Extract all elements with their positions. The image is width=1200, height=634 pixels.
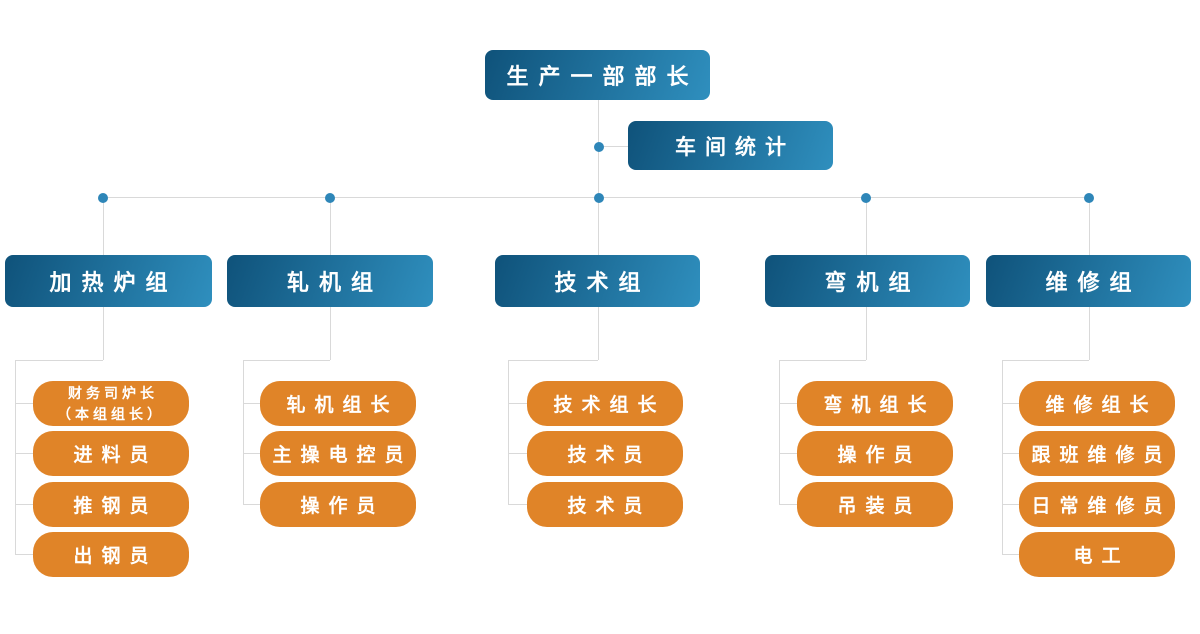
connector-dot <box>861 193 871 203</box>
connector-line <box>1002 554 1019 555</box>
connector-line <box>1002 360 1089 361</box>
connector-line <box>1002 453 1019 454</box>
connector-line <box>243 504 260 505</box>
member-node: 日常维修员 <box>1019 482 1175 527</box>
connector-line <box>243 403 260 404</box>
member-node: 推钢员 <box>33 482 189 527</box>
connector-line <box>779 360 780 504</box>
member-node: 出钢员 <box>33 532 189 577</box>
connector-dot <box>594 142 604 152</box>
group-header-technology: 技术组 <box>495 255 700 307</box>
connector-line <box>508 403 527 404</box>
connector-line <box>508 360 509 504</box>
connector-line <box>779 504 797 505</box>
connector-line <box>779 403 797 404</box>
org-node-workshop-statistics: 车间统计 <box>628 121 833 170</box>
group-header-bending-machine: 弯机组 <box>765 255 970 307</box>
connector-line <box>103 197 104 255</box>
connector-line <box>508 453 527 454</box>
connector-line <box>866 197 867 255</box>
member-node: 操作员 <box>260 482 416 527</box>
connector-line <box>243 360 244 504</box>
member-node: 轧机组长 <box>260 381 416 426</box>
connector-line <box>243 453 260 454</box>
connector-line <box>15 403 33 404</box>
connector-dot <box>98 193 108 203</box>
group-header-heating-furnace: 加热炉组 <box>5 255 212 307</box>
member-node: 跟班维修员 <box>1019 431 1175 476</box>
member-node: 技术员 <box>527 482 683 527</box>
group-header-maintenance: 维修组 <box>986 255 1191 307</box>
connector-line <box>1002 504 1019 505</box>
connector-line <box>779 453 797 454</box>
member-node: 进料员 <box>33 431 189 476</box>
member-node: 财务司炉长 （本组组长） <box>33 381 189 426</box>
connector-dot <box>594 193 604 203</box>
connector-line <box>1002 403 1019 404</box>
connector-line <box>103 307 104 360</box>
connector-line <box>330 197 331 255</box>
connector-line <box>15 360 103 361</box>
member-node: 技术员 <box>527 431 683 476</box>
member-node: 吊装员 <box>797 482 953 527</box>
connector-line <box>1089 197 1090 255</box>
connector-line <box>598 146 628 147</box>
connector-line <box>15 554 33 555</box>
connector-line <box>508 504 527 505</box>
connector-dot <box>1084 193 1094 203</box>
connector-line <box>243 360 330 361</box>
connector-line <box>1089 307 1090 360</box>
connector-line <box>598 197 599 255</box>
member-node: 操作员 <box>797 431 953 476</box>
connector-dot <box>325 193 335 203</box>
member-node: 维修组长 <box>1019 381 1175 426</box>
connector-line <box>15 504 33 505</box>
connector-line <box>330 307 331 360</box>
member-node: 弯机组长 <box>797 381 953 426</box>
connector-line <box>866 307 867 360</box>
org-node-root: 生产一部部长 <box>485 50 710 100</box>
member-node: 主操电控员 <box>260 431 416 476</box>
member-node: 技术组长 <box>527 381 683 426</box>
connector-line <box>15 360 16 555</box>
group-header-rolling-mill: 轧机组 <box>227 255 433 307</box>
connector-line <box>508 360 598 361</box>
connector-line <box>598 307 599 360</box>
connector-line <box>779 360 866 361</box>
member-node: 电工 <box>1019 532 1175 577</box>
connector-line <box>1002 360 1003 555</box>
connector-line <box>15 453 33 454</box>
